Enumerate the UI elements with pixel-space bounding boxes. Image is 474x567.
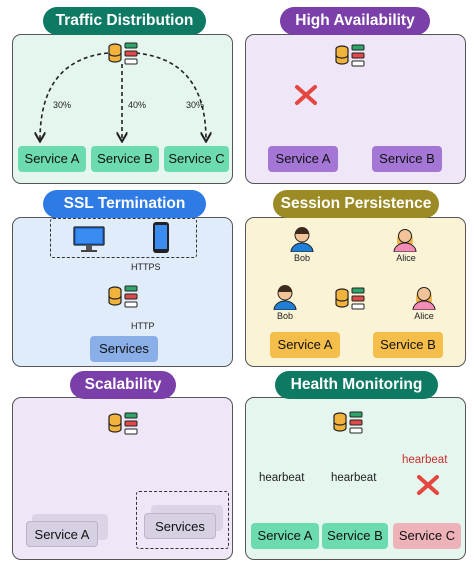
session-service-b: Service B bbox=[373, 332, 443, 358]
session-persistence-title: Session Persistence bbox=[273, 190, 439, 218]
health-monitoring-title: Health Monitoring bbox=[275, 371, 438, 399]
traffic-distribution-title: Traffic Distribution bbox=[43, 7, 206, 35]
load-balancer-icon bbox=[335, 44, 365, 67]
user-avatar-alice-icon bbox=[412, 287, 436, 310]
user-label-bob-top: Bob bbox=[293, 253, 310, 263]
scalability-title: Scalability bbox=[70, 371, 176, 399]
weight-label-c: 30% bbox=[186, 100, 205, 110]
failure-x-icon bbox=[295, 85, 317, 105]
scalability-services: Services bbox=[144, 513, 216, 539]
https-label: HTTPS bbox=[131, 262, 161, 272]
user-label-alice-bottom: Alice bbox=[414, 311, 434, 321]
heartbeat-label-b: hearbeat bbox=[331, 472, 377, 484]
availability-service-b: Service B bbox=[372, 146, 442, 172]
load-balancer-icon bbox=[335, 287, 365, 310]
load-balancer-icon bbox=[108, 412, 138, 435]
traffic-service-c: Service C bbox=[164, 146, 229, 172]
availability-service-a: Service A bbox=[268, 146, 338, 172]
ssl-termination-title: SSL Termination bbox=[43, 190, 206, 218]
health-service-b: Service B bbox=[322, 523, 388, 549]
desktop-monitor-icon bbox=[73, 226, 105, 252]
user-label-alice-top: Alice bbox=[396, 253, 416, 263]
traffic-service-a: Service A bbox=[18, 146, 86, 172]
scaled-services-group bbox=[136, 491, 229, 549]
mobile-phone-icon bbox=[153, 222, 169, 253]
user-avatar-alice-icon bbox=[393, 229, 417, 252]
heartbeat-label-c: hearbeat bbox=[402, 454, 448, 466]
load-balancer-icon bbox=[108, 42, 138, 65]
weight-label-b: 40% bbox=[128, 100, 147, 110]
ssl-services: Services bbox=[90, 336, 158, 362]
high-availability-title: High Availability bbox=[280, 7, 430, 35]
user-avatar-bob-icon bbox=[273, 285, 297, 310]
user-avatar-bob-icon bbox=[290, 227, 314, 252]
client-devices-group bbox=[50, 218, 197, 258]
load-balancer-icon bbox=[108, 285, 138, 308]
weight-label-a: 30% bbox=[53, 100, 72, 110]
load-balancer-icon bbox=[333, 411, 363, 434]
session-service-a: Service A bbox=[270, 332, 340, 358]
health-service-c: Service C bbox=[393, 523, 461, 549]
heartbeat-label-a: hearbeat bbox=[259, 472, 305, 484]
unhealthy-x-icon bbox=[417, 475, 439, 495]
user-label-bob-bottom: Bob bbox=[276, 311, 293, 321]
traffic-service-b: Service B bbox=[91, 146, 159, 172]
scalability-service-a: Service A bbox=[26, 521, 98, 547]
health-service-a: Service A bbox=[251, 523, 319, 549]
http-label: HTTP bbox=[131, 321, 155, 331]
